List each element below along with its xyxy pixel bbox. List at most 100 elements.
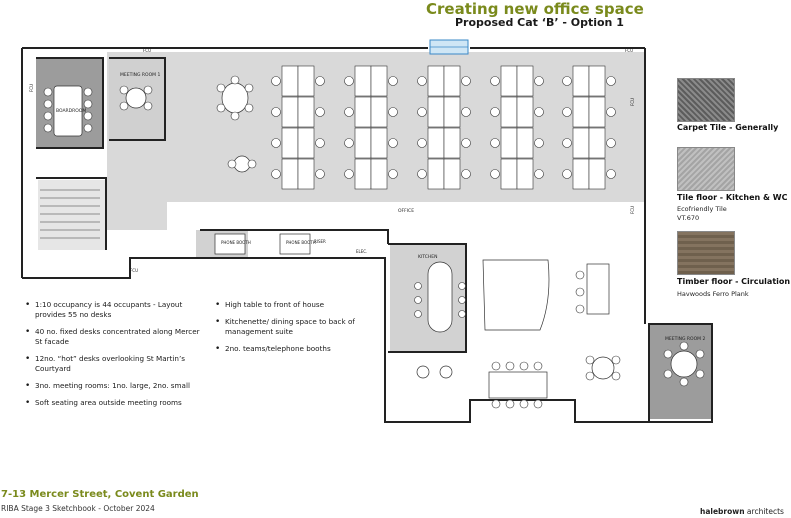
desk-chair	[417, 107, 427, 117]
desk	[588, 96, 606, 128]
desk	[297, 158, 315, 190]
office-round-table	[221, 82, 249, 114]
desk	[281, 158, 299, 190]
desk-chair	[490, 107, 500, 117]
meeting-room-1-table	[125, 87, 147, 109]
desk	[297, 65, 315, 97]
desk	[443, 65, 461, 97]
desk	[500, 96, 518, 128]
note-item: 40 no. fixed desks concentrated along Me…	[25, 327, 205, 347]
fcu-label-4: FCU	[630, 98, 635, 106]
desk-chair	[315, 138, 325, 148]
boardroom-chair	[83, 87, 93, 97]
boardroom-chair	[43, 123, 53, 133]
desk-chair	[417, 169, 427, 179]
desk-chair	[271, 169, 281, 179]
high-stool	[491, 399, 501, 409]
boardroom-chair	[43, 87, 53, 97]
boardroom-table	[53, 85, 83, 137]
desk	[516, 65, 534, 97]
desk-chair	[562, 107, 572, 117]
office-table-chair	[227, 159, 237, 169]
elec-label: ELEC.	[356, 249, 367, 254]
firm-logo: halebrown architects	[700, 507, 784, 516]
kitchen-stool	[458, 282, 466, 290]
soft-seating-area	[482, 259, 610, 399]
boardroom-chair	[83, 111, 93, 121]
phone-booth-1-box	[214, 233, 246, 255]
office-table-chair	[230, 75, 240, 85]
note-item: 2no. teams/telephone booths	[215, 344, 380, 354]
office-table-chair	[244, 103, 254, 113]
desk	[516, 158, 534, 190]
desk-chair	[606, 107, 616, 117]
notes-left-list: 1:10 occupancy is 44 occupants - Layout …	[25, 300, 205, 415]
fcu-label-2: FCU	[625, 48, 633, 53]
fcu-label-5: FCU	[630, 206, 635, 214]
firm-name-bold: halebrown	[700, 507, 745, 516]
desk-chair	[534, 138, 544, 148]
wall-meeting-room-2	[648, 323, 713, 423]
kitchen-stool-table-1	[416, 365, 430, 379]
lounge-sofa	[482, 259, 550, 331]
wall-meeting-room-1	[109, 57, 166, 141]
desk	[281, 127, 299, 159]
project-title: 7-13 Mercer Street, Covent Garden	[1, 489, 199, 500]
desk-chair	[271, 107, 281, 117]
tile-floor-note: Ecofriendly Tile	[677, 205, 727, 213]
office-table-chair	[244, 83, 254, 93]
desk-chair	[315, 169, 325, 179]
stage-caption: RIBA Stage 3 Sketchbook - October 2024	[1, 504, 155, 513]
high-table	[488, 371, 548, 399]
dining-chair	[611, 371, 621, 381]
fixed-desks	[281, 65, 606, 190]
phone-booth-1-label: PHONE BOOTH	[221, 240, 251, 245]
desk	[572, 65, 590, 97]
meeting-2-chair	[679, 377, 689, 387]
desk	[443, 127, 461, 159]
boardroom-chair	[83, 123, 93, 133]
kitchen-stool	[414, 310, 422, 318]
wall-core-south	[22, 257, 649, 423]
meeting-room-1-table-top	[125, 87, 147, 109]
desk-chair	[534, 169, 544, 179]
desk-chair	[315, 107, 325, 117]
desk-chair	[534, 107, 544, 117]
desk-chair	[606, 76, 616, 86]
office-carpet-area-west	[107, 140, 167, 230]
page-subtitle: Proposed Cat ‘B’ - Option 1	[455, 16, 624, 29]
desk-chair	[461, 169, 471, 179]
desk-chair	[344, 76, 354, 86]
desk	[588, 127, 606, 159]
desk-chair	[490, 169, 500, 179]
high-stool	[519, 399, 529, 409]
desk-chair	[461, 107, 471, 117]
desk	[297, 96, 315, 128]
desk	[443, 158, 461, 190]
desk	[500, 65, 518, 97]
bench-chair	[575, 270, 585, 280]
meeting-2-chair	[679, 341, 689, 351]
high-stool	[505, 399, 515, 409]
desk-chair	[606, 169, 616, 179]
desk-chair	[271, 76, 281, 86]
kitchen-stool	[414, 296, 422, 304]
boardroom-chair	[43, 111, 53, 121]
office-small-table	[233, 155, 251, 173]
wall-office-south	[200, 229, 389, 244]
fcu-label-3: FCU	[29, 84, 34, 92]
desk	[572, 96, 590, 128]
notes-right-list: High table to front of house Kitchenette…	[215, 300, 380, 361]
bench-chair	[575, 287, 585, 297]
desk	[370, 127, 388, 159]
kitchen-stool	[458, 296, 466, 304]
meeting-chair	[119, 101, 129, 111]
phone-booth-2-label: PHONE BOOTH	[286, 240, 316, 245]
wall-boardroom	[36, 57, 104, 149]
desk	[354, 65, 372, 97]
meeting-2-chair	[663, 369, 673, 379]
office-table-chair	[216, 103, 226, 113]
note-item: 3no. meeting rooms: 1no. large, 2no. sma…	[25, 381, 205, 391]
desk	[516, 96, 534, 128]
office-table-chair	[230, 111, 240, 121]
